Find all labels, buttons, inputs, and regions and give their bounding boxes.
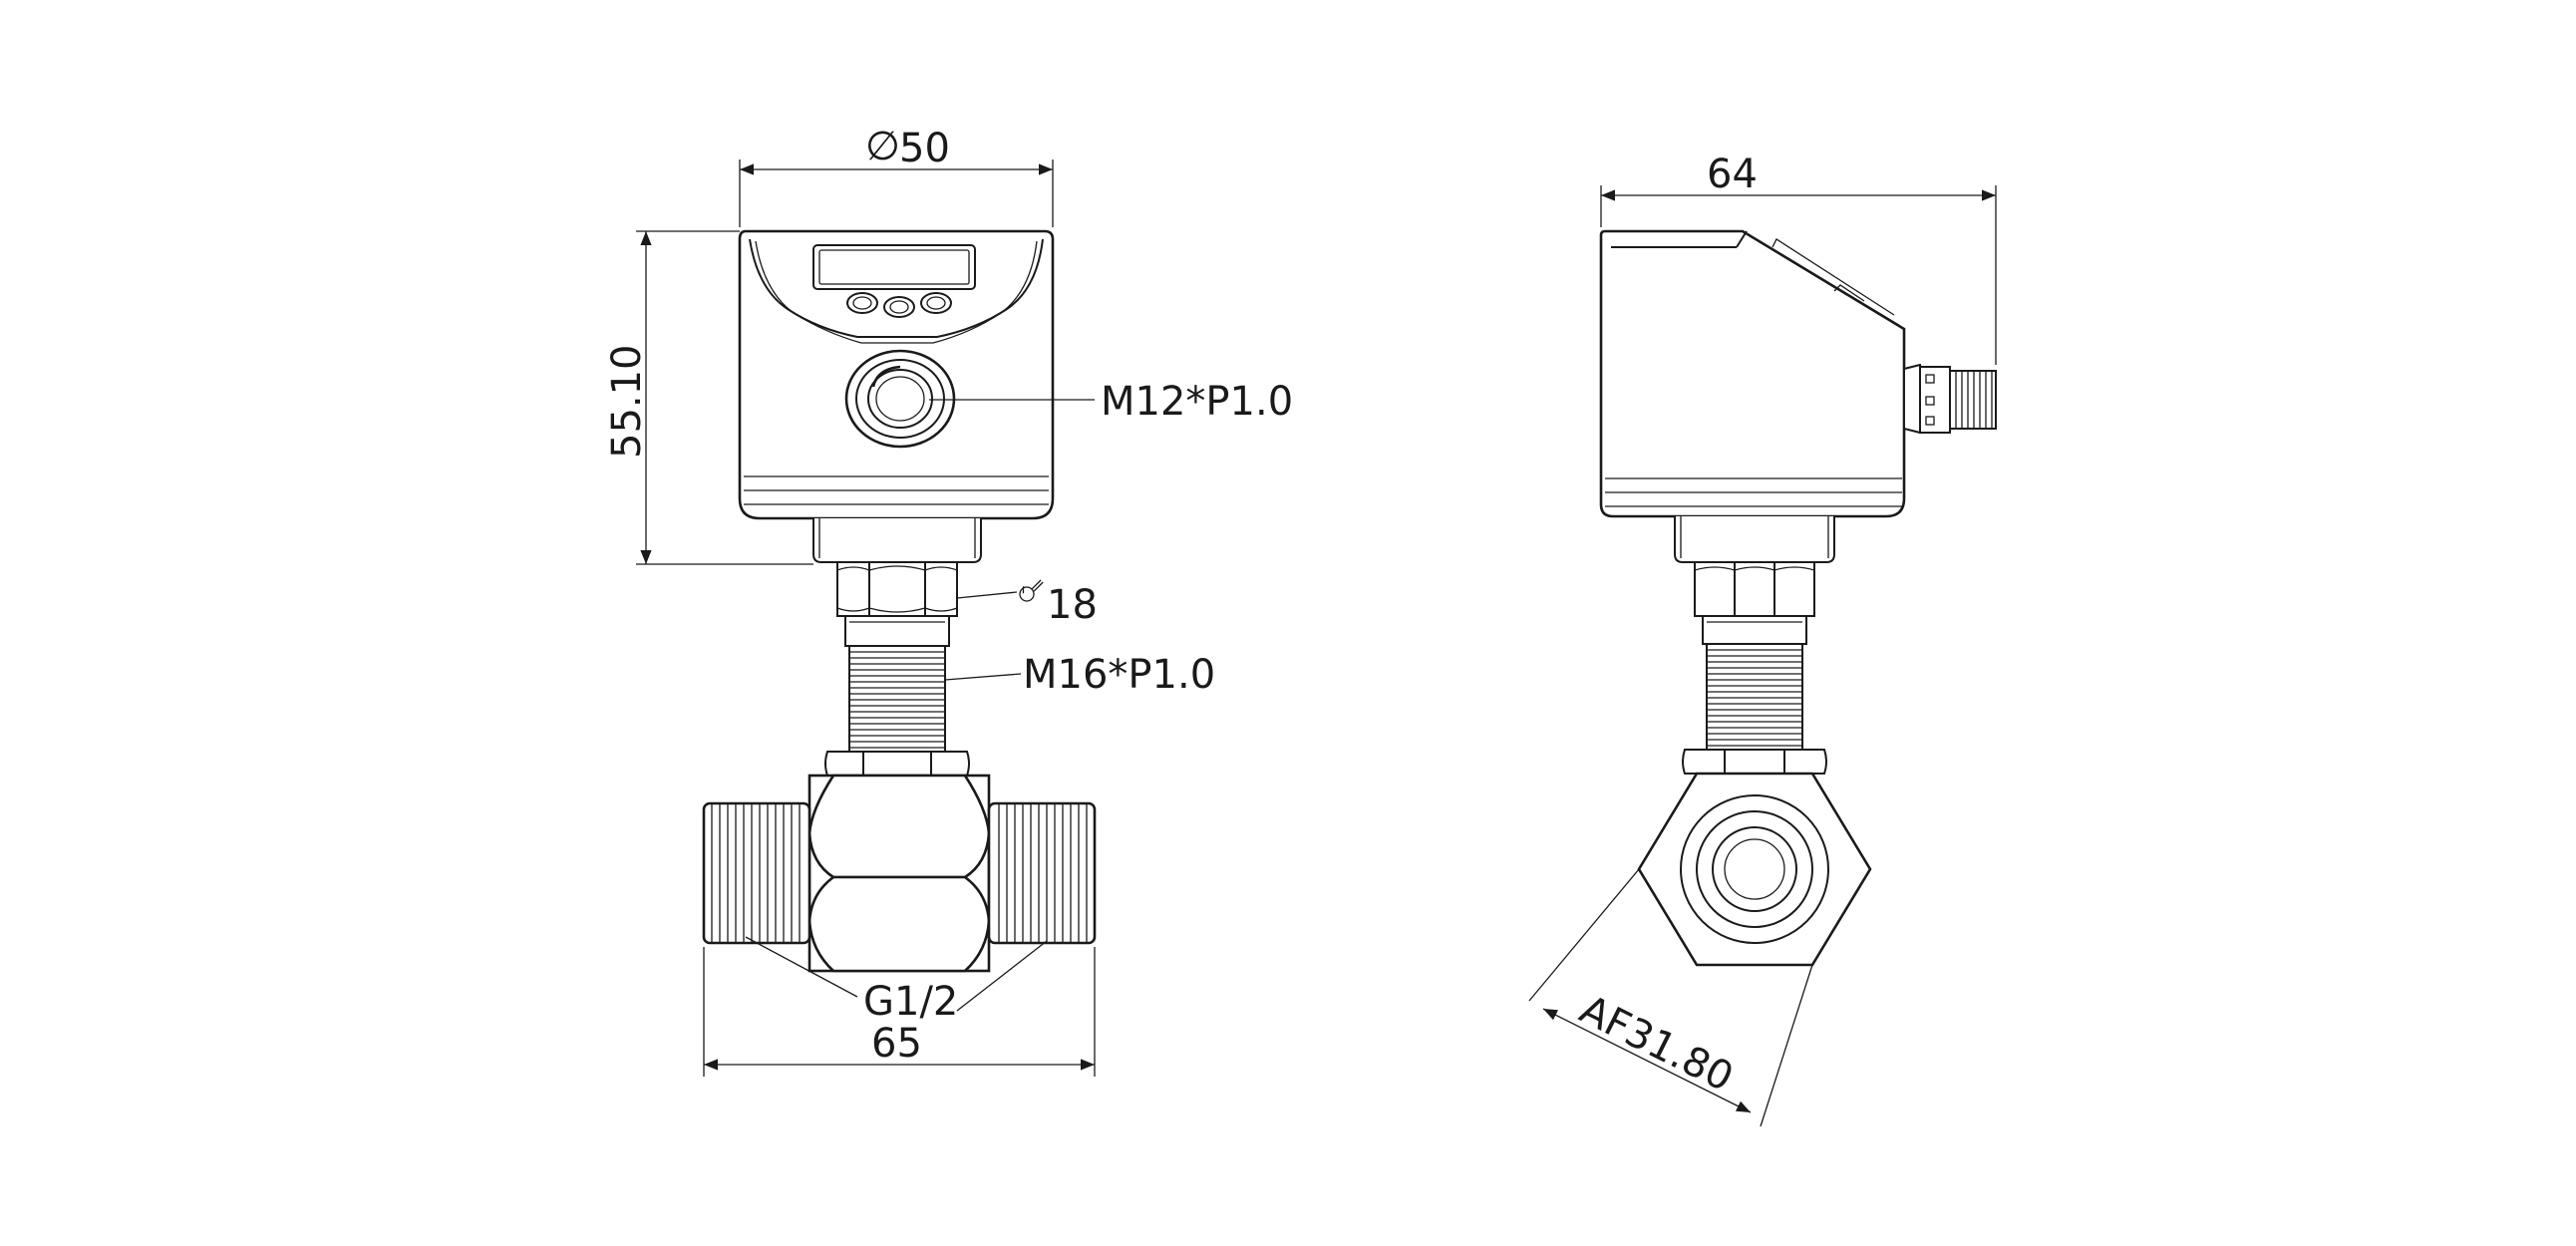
pipe-thread-label: G1/2 [863,979,958,1025]
dimension-depth: 64 [1600,152,1997,365]
m12-connector-side [1903,363,1997,435]
front-view: ∅ 50 55.10 M12*P1.0 18 [604,124,1293,1077]
sensor-head-front [738,229,1055,520]
hex-nut-side [1694,561,1815,645]
stem-thread-label: M16*P1.0 [1023,652,1215,698]
side-view: 64 AF31.80 [1528,152,1997,1127]
length-value: 65 [871,1021,922,1067]
right-thread-end [987,801,1097,945]
sensor-head-side [1599,229,1906,518]
height-value: 55.10 [604,344,650,459]
leader-connector-thread: M12*P1.0 [929,379,1293,425]
depth-value: 64 [1707,152,1758,197]
left-thread-end [702,801,811,945]
m12-connector-front [844,349,956,449]
dimension-diameter: ∅ 50 [739,124,1054,227]
across-flats-label: AF31.80 [1573,987,1741,1101]
pipe-body-front [807,774,991,973]
leader-wrench-size: 18 [956,579,1098,628]
neck-front [812,518,982,563]
threaded-stem-side [1706,643,1803,751]
hex-body-end-view [1637,772,1872,967]
diameter-symbol: ∅ [865,124,900,169]
leader-pipe-thread: G1/2 [745,936,1048,1025]
display-window [812,244,976,290]
threaded-stem-front [848,645,946,753]
hex-nut-front [836,561,958,647]
lock-nut-front [824,751,970,777]
neck-side [1674,516,1835,563]
wrench-size-label: 18 [1047,582,1098,628]
connector-thread-label: M12*P1.0 [1101,379,1293,425]
lock-nut-side [1682,749,1827,775]
wrench-icon [1019,579,1044,602]
leader-stem-thread: M16*P1.0 [944,652,1215,698]
diameter-value: 50 [899,126,950,171]
dimension-length: 65 [703,947,1096,1077]
dimension-height: 55.10 [604,230,813,565]
keypad-buttons [846,292,952,318]
